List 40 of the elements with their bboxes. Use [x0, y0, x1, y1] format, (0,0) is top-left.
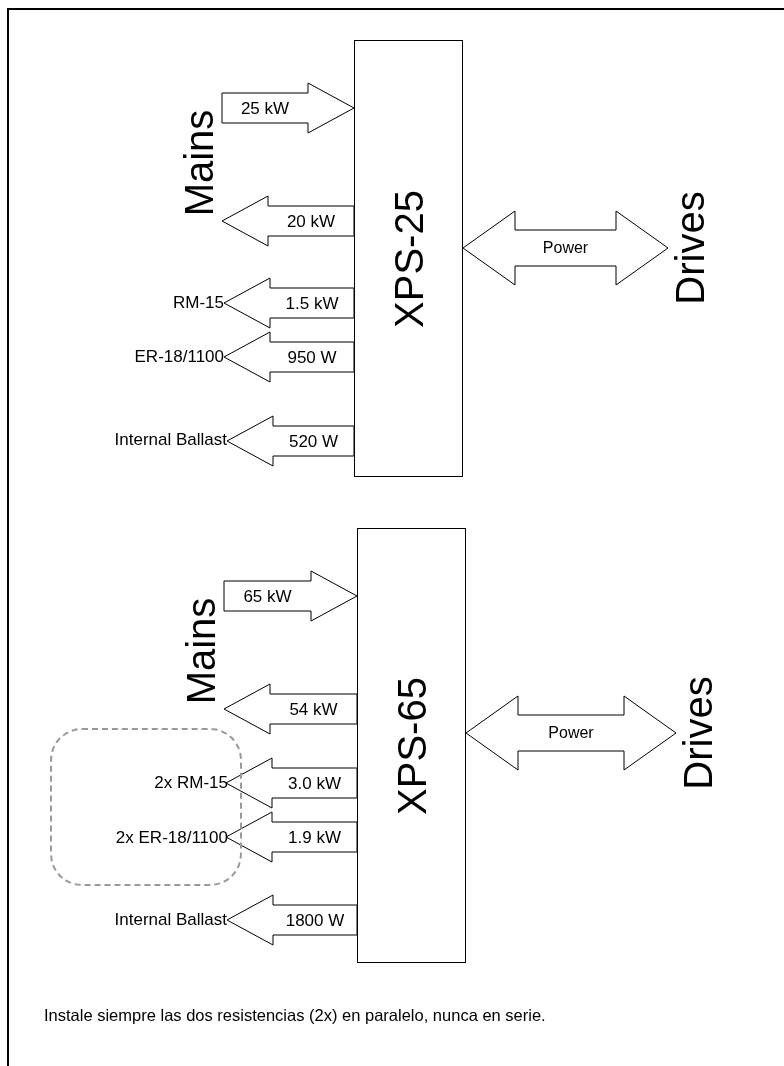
- double-block-arrow: [465, 695, 677, 771]
- edge-label: Power: [548, 725, 594, 741]
- block-arrow: [223, 683, 358, 735]
- component-label: ER-18/1100: [90, 346, 224, 368]
- unit-label: XPS-65: [391, 676, 432, 815]
- block-arrow: [226, 894, 358, 946]
- edge-label: 65 kW: [243, 587, 292, 605]
- edge-label: 54 kW: [289, 700, 338, 718]
- side-label: Drives: [670, 191, 710, 305]
- double-block-arrow: [462, 210, 669, 286]
- block-arrow: [223, 277, 355, 329]
- block-arrow: [226, 415, 355, 467]
- edge-label: 25 kW: [240, 99, 290, 117]
- edge-label: 1800 W: [285, 911, 345, 929]
- unit-box: [354, 40, 463, 477]
- component-label: 2x RM-15: [102, 772, 228, 794]
- unit-box: [357, 528, 466, 963]
- component-label: Internal Ballast: [70, 909, 227, 931]
- component-label: RM-15: [120, 292, 224, 314]
- edge-label: 1.5 kW: [285, 294, 339, 312]
- edge-label: 520 W: [288, 432, 339, 450]
- edge-label: 1.9 kW: [288, 828, 341, 846]
- note-text: Instale siempre las dos resistencias (2x) en paralelo, nunca en serie.: [44, 1006, 546, 1025]
- edge-label: 20 kW: [286, 212, 336, 230]
- side-label: Mains: [179, 109, 219, 217]
- component-label: 2x ER-18/1100: [64, 827, 228, 849]
- side-label: Drives: [678, 676, 718, 790]
- block-arrow: [223, 331, 355, 383]
- edge-label: 3.0 kW: [288, 774, 341, 792]
- unit-label: XPS-25: [388, 189, 429, 328]
- side-label: Mains: [181, 597, 221, 705]
- block-arrow: [225, 757, 358, 809]
- block-arrow: [221, 82, 355, 134]
- block-arrow: [225, 811, 358, 863]
- edge-label: 950 W: [287, 348, 337, 366]
- component-label: Internal Ballast: [70, 429, 227, 451]
- dashed-group: [50, 728, 242, 886]
- edge-label: Power: [542, 240, 589, 256]
- block-arrow: [223, 570, 358, 622]
- block-arrow: [221, 195, 355, 247]
